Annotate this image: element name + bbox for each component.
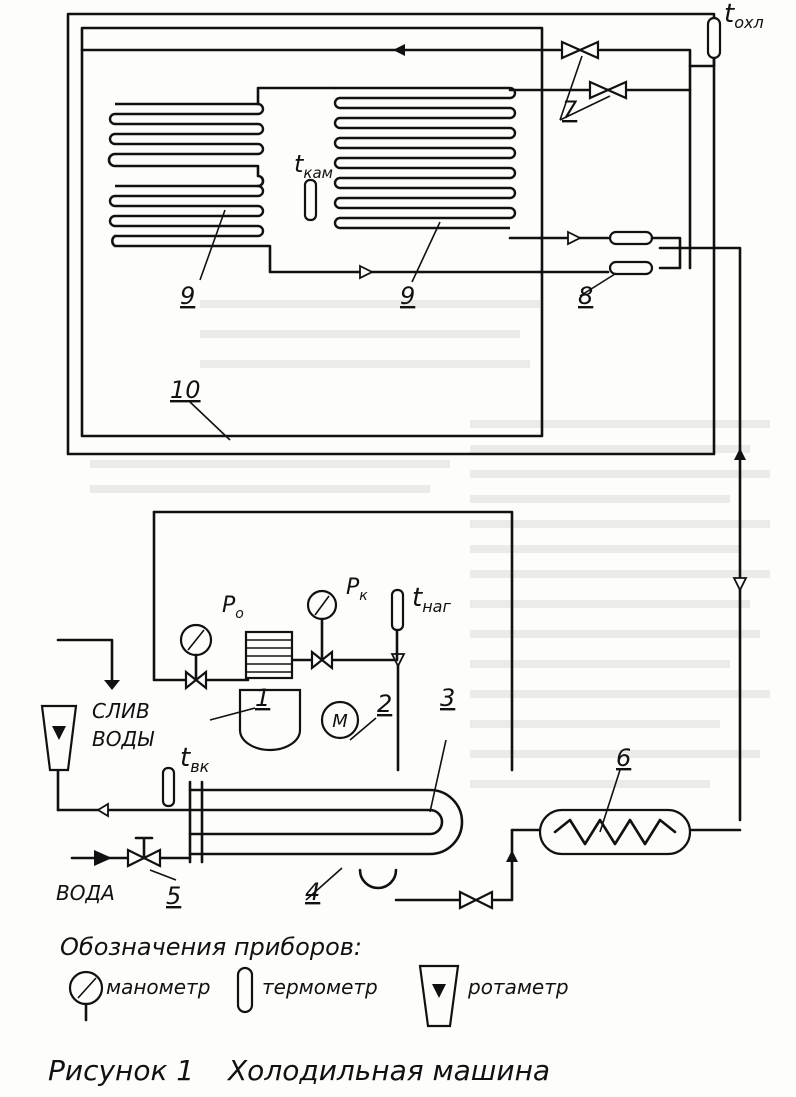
label-n8: 8 [578,282,593,310]
label-n10: 10 [170,376,201,404]
leader-7 [559,55,611,121]
caption-figure: Рисунок 1 [48,1054,194,1087]
manometer-pk [306,589,338,671]
water-inlet [70,836,192,868]
thermometer-t-nag [390,588,405,662]
leader-9a [199,209,226,281]
label-n6: 6 [616,744,631,772]
label-t-kam: tкам [294,150,333,182]
legend-manometer-icon [68,970,104,1022]
label-sliv-2: ВОДЫ [92,727,155,751]
caption-title: Холодильная машина [226,1054,550,1087]
label-n4: 4 [305,878,320,906]
arrow-right-down [732,577,748,593]
evaporator-right [333,86,542,240]
leader-9b [411,221,441,283]
caption: Рисунок 1 Холодильная машина [48,1054,550,1087]
cold-chamber [66,12,716,456]
legend-rotameter-icon [418,964,460,1028]
leader-5 [149,869,177,881]
label-n1: 1 [255,684,270,712]
legend-thermometer-label: термометр [262,975,378,999]
legend-title: Обозначения приборов: [60,933,362,961]
legend-rotameter-label: ротаметр [467,975,569,999]
leader-1 [209,707,256,721]
label-n2: 2 [377,690,392,718]
label-n5: 5 [166,882,181,910]
evaporator-left [107,86,542,274]
thermo-valve-8 [608,230,682,276]
label-n9b: 9 [400,282,415,310]
thermometer-t-ohl [688,16,722,68]
label-t-ohl: tохл [724,0,764,32]
suction-line [80,44,692,270]
legend-manometer-label: манометр [106,975,210,999]
thermometer-t-kam [303,178,318,222]
motor: М [320,700,360,740]
leader-10 [189,401,231,441]
legend: Обозначения приборов: манометр термометр… [60,933,569,1028]
leader-2 [349,717,377,741]
water-drain [56,638,192,818]
liquid-line-right [359,230,746,822]
label-pk: Pк [346,575,368,604]
liquid-line-bottom [394,828,742,910]
rotameter-drain [40,704,78,772]
label-n7: 7 [562,96,578,124]
label-t-vk: tвк [180,743,210,776]
motor-label: М [332,711,348,732]
compressor [238,630,302,752]
label-p0: Po [222,593,244,622]
label-n3: 3 [440,684,455,712]
manometer-p0 [179,623,213,691]
condenser [188,780,464,890]
labels: tохл tкам tнаг tвк Po Pк СЛИВ ВОДЫ ВОДА … [56,0,764,910]
heat-exchanger [538,808,692,856]
label-sliv-1: СЛИВ [92,699,150,723]
valve-7a [560,40,600,60]
leader-6 [599,769,621,833]
leader-3 [429,739,447,813]
background-texture [90,300,770,788]
leader-4 [305,867,343,901]
label-t-nag: tнаг [412,583,451,616]
legend-thermometer-icon [236,966,254,1014]
valve-7b [588,80,628,100]
leader-8 [579,273,616,297]
label-n9a: 9 [180,282,195,310]
label-voda: ВОДА [56,881,115,905]
thermometer-t-vk [161,766,176,808]
